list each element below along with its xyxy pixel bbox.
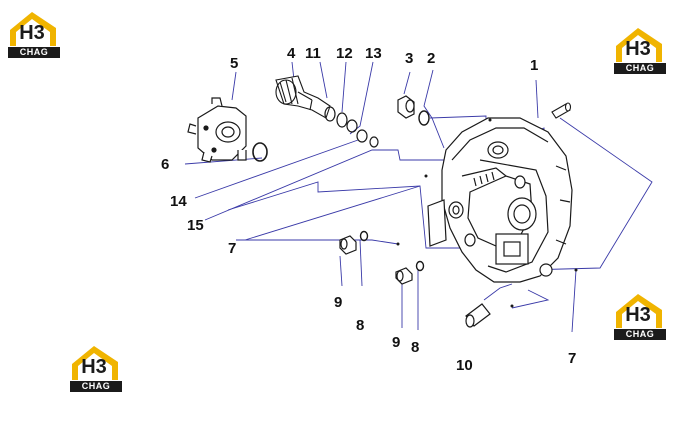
watermark-logo-top-left: H3 CHAG — [6, 8, 64, 60]
part-5-cover — [187, 97, 247, 163]
part-3-plug — [397, 95, 415, 119]
logo-house-icon — [10, 12, 56, 46]
callout-11: 11 — [305, 45, 321, 62]
part-12-ring — [336, 112, 348, 128]
small-pins — [396, 118, 578, 308]
logo-sub-text: CHAG — [70, 381, 122, 392]
logo-house-icon — [616, 294, 662, 328]
part-14-ring — [356, 129, 368, 143]
logo-house-icon — [616, 28, 662, 62]
callout-10: 10 — [456, 357, 473, 374]
callout-12: 12 — [336, 45, 353, 62]
callout-15: 15 — [187, 217, 204, 234]
part-13-ring — [346, 119, 358, 133]
logo-sub-text: CHAG — [8, 47, 60, 58]
main-housing — [427, 117, 573, 283]
part-11-ring — [324, 106, 336, 122]
part-9-plug-upper — [339, 235, 357, 255]
callout-8-upper: 8 — [356, 317, 365, 334]
part-15-ring — [369, 136, 379, 148]
callout-6: 6 — [161, 156, 170, 173]
part-6-o-ring — [252, 142, 268, 162]
logo-main-text: H3 — [19, 22, 45, 44]
logo-house-icon — [72, 346, 118, 380]
watermark-logo-bottom-left: H3 CHAG — [68, 342, 126, 394]
watermark-logo-right: H3 CHAG — [612, 290, 670, 342]
part-9-plug-lower — [395, 267, 413, 285]
callout-9-lower: 9 — [392, 334, 401, 351]
part-10-bolt — [465, 303, 491, 328]
logo-main-text: H3 — [625, 38, 651, 60]
callout-2: 2 — [427, 50, 436, 67]
callout-5: 5 — [230, 55, 239, 72]
part-4-shaft — [275, 75, 331, 119]
logo-sub-text: CHAG — [614, 329, 666, 340]
callout-8-lower: 8 — [411, 339, 420, 356]
callout-4: 4 — [287, 45, 296, 62]
callout-14: 14 — [170, 193, 187, 210]
part-1-pin — [551, 102, 572, 119]
logo-sub-text: CHAG — [614, 63, 666, 74]
part-8-washer-upper — [359, 230, 369, 242]
watermark-logo-top-right: H3 CHAG — [612, 24, 670, 76]
callout-7-left: 7 — [228, 240, 237, 257]
callout-3: 3 — [405, 50, 414, 67]
logo-main-text: H3 — [625, 304, 651, 326]
callout-9-upper: 9 — [334, 294, 343, 311]
callout-1: 1 — [530, 57, 539, 74]
callout-7-right: 7 — [568, 350, 577, 367]
callout-13: 13 — [365, 45, 382, 62]
part-2-seal — [418, 110, 430, 126]
leader-lines — [184, 61, 653, 333]
part-8-washer-lower — [415, 260, 425, 272]
logo-main-text: H3 — [81, 356, 107, 378]
